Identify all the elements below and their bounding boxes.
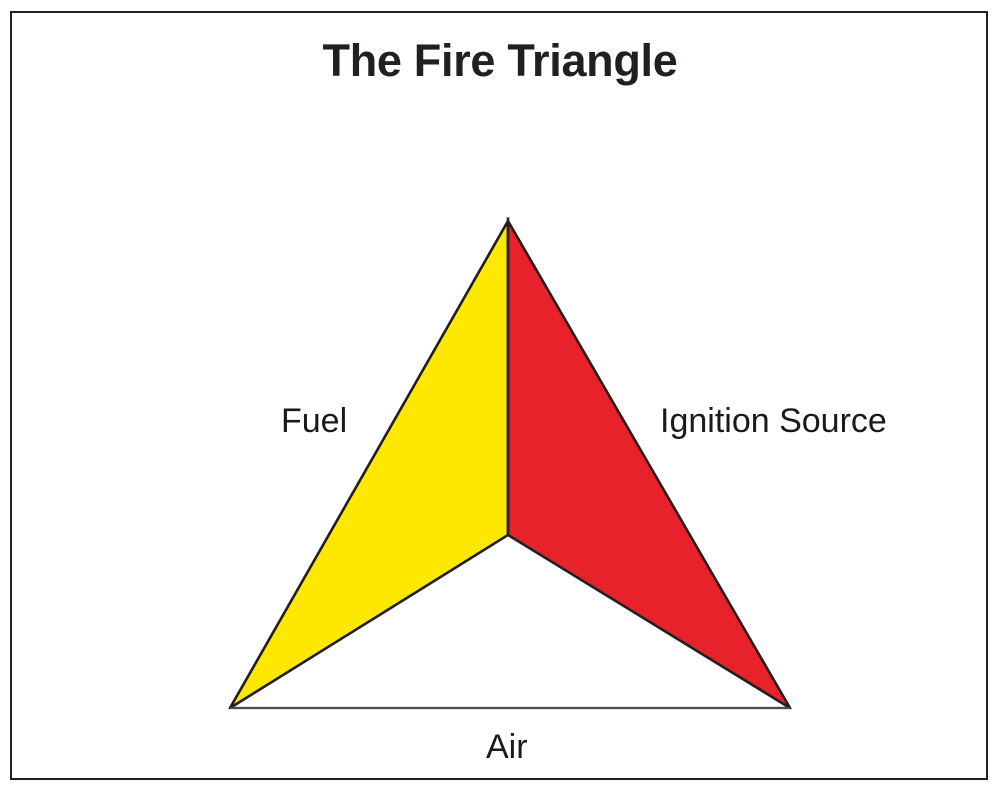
diagram-label-fuel: Fuel <box>281 402 348 440</box>
page-title: The Fire Triangle <box>322 35 678 86</box>
diagram-label-ignition-source: Ignition Source <box>660 402 887 440</box>
diagram-label-air: Air <box>486 728 528 766</box>
